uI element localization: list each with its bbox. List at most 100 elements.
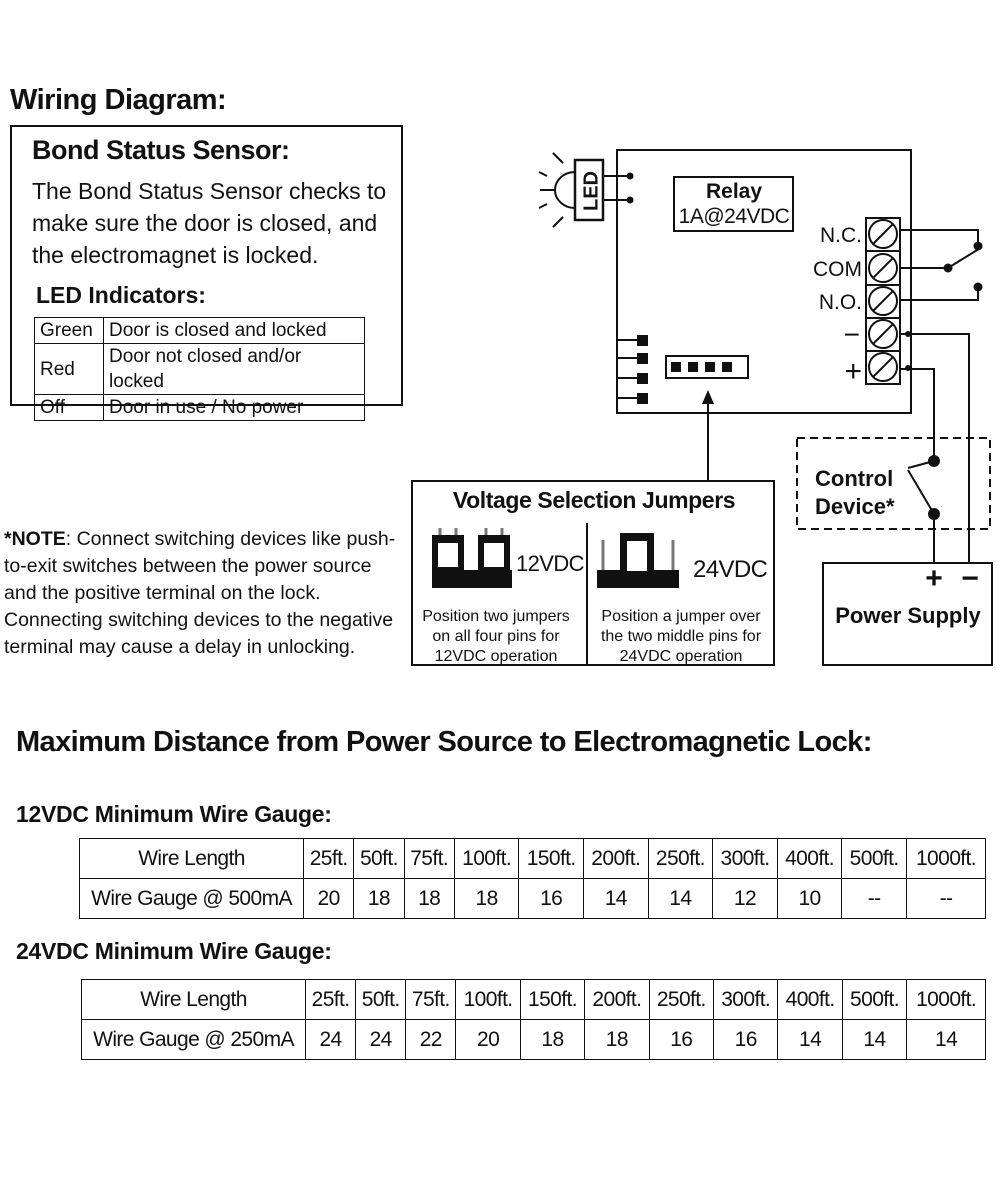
gauge-cell: 18 bbox=[403, 878, 455, 919]
gauge-24vdc-title: 24VDC Minimum Wire Gauge: bbox=[16, 938, 332, 964]
power-supply-label: Power Supply bbox=[835, 603, 981, 628]
gauge-cell: 10 bbox=[776, 878, 843, 919]
length-cell: 1000ft. bbox=[905, 838, 987, 879]
gauge-cell: 16 bbox=[518, 878, 584, 919]
length-cell: 150ft. bbox=[518, 838, 584, 879]
gauge-cell: 12 bbox=[712, 878, 778, 919]
length-cell: 25ft. bbox=[304, 979, 357, 1020]
jumper-panel bbox=[411, 480, 775, 666]
gauge-cell: 16 bbox=[648, 1019, 715, 1060]
page-title: Wiring Diagram: bbox=[10, 84, 227, 116]
gauge-cell: 20 bbox=[455, 1019, 521, 1060]
gauge-24vdc-table: Wire Length 25ft. 50ft. 75ft. 100ft. 150… bbox=[81, 979, 986, 1060]
length-cell: 300ft. bbox=[712, 979, 779, 1020]
led-icon bbox=[573, 158, 605, 222]
gauge-cell: 14 bbox=[777, 1019, 843, 1060]
power-supply-minus: − bbox=[961, 562, 979, 595]
gauge-cell: 20 bbox=[302, 878, 355, 919]
jumpers-title: Voltage Selection Jumpers bbox=[453, 487, 735, 513]
jumper-24-label: 24VDC bbox=[693, 556, 768, 583]
terminal-plus-label: + bbox=[844, 355, 862, 388]
jumper-24-desc-line: Position a jumper over bbox=[601, 608, 761, 625]
length-cell: 25ft. bbox=[302, 838, 355, 879]
gauge-cell: 18 bbox=[519, 1019, 586, 1060]
wiring-schematic: LED Relay 1A@24VDC N.C. COM N.O. − + Vol… bbox=[411, 149, 993, 666]
header-cell: Wire Length bbox=[79, 838, 304, 879]
distance-title: Maximum Distance from Power Source to El… bbox=[16, 726, 872, 758]
length-cell: 75ft. bbox=[403, 838, 455, 879]
gauge-cell: 14 bbox=[582, 878, 649, 919]
led-meaning-cell: Door in use / No power bbox=[103, 394, 365, 421]
gauge-cell: 18 bbox=[353, 878, 405, 919]
gauge-12vdc-title: 12VDC Minimum Wire Gauge: bbox=[16, 801, 332, 827]
jumper-12-desc-line: 12VDC operation bbox=[435, 648, 558, 665]
led-color-cell: Off bbox=[34, 394, 104, 421]
table-row: Off Door in use / No power bbox=[34, 394, 365, 421]
gauge-cell: 14 bbox=[647, 878, 714, 919]
gauge-cell: 18 bbox=[584, 1019, 650, 1060]
length-cell: 100ft. bbox=[455, 979, 521, 1020]
gauge-cell: 16 bbox=[712, 1019, 779, 1060]
terminal-com-label: COM bbox=[813, 258, 862, 281]
arrow-up-icon bbox=[702, 390, 714, 404]
jumper-12-desc-line: on all four pins for bbox=[432, 628, 560, 645]
length-cell: 250ft. bbox=[647, 838, 714, 879]
jumper-24vdc-icon bbox=[597, 533, 679, 588]
gauge-cell: -- bbox=[841, 878, 907, 919]
length-cell: 150ft. bbox=[519, 979, 586, 1020]
terminal-minus-label: − bbox=[844, 319, 860, 350]
length-cell: 200ft. bbox=[582, 838, 649, 879]
table-row: Wire Length 25ft. 50ft. 75ft. 100ft. 150… bbox=[81, 979, 986, 1020]
length-cell: 1000ft. bbox=[906, 979, 986, 1020]
power-supply-box bbox=[822, 562, 993, 666]
length-cell: 500ft. bbox=[841, 979, 908, 1020]
length-cell: 50ft. bbox=[355, 979, 407, 1020]
led-meaning-cell: Door not closed and/or locked bbox=[103, 343, 365, 395]
length-cell: 400ft. bbox=[776, 838, 843, 879]
header-cell: Wire Gauge @ 250mA bbox=[81, 1019, 306, 1060]
power-supply-plus: + bbox=[925, 562, 943, 595]
control-device-label: Control bbox=[815, 466, 893, 491]
led-indicator-table: Green Door is closed and locked Red Door… bbox=[34, 317, 365, 421]
gauge-cell: 14 bbox=[906, 1019, 986, 1060]
led-color-cell: Red bbox=[34, 343, 104, 395]
relay-title: Relay bbox=[706, 180, 762, 203]
gauge-cell: 24 bbox=[304, 1019, 357, 1060]
led-indicators-title: LED Indicators: bbox=[36, 282, 206, 308]
switching-note: *NOTE: Connect switching devices like pu… bbox=[4, 526, 404, 661]
control-device-label: Device* bbox=[815, 494, 895, 519]
relay-block bbox=[673, 176, 794, 232]
terminal-no-label: N.O. bbox=[819, 291, 862, 314]
length-cell: 300ft. bbox=[712, 838, 778, 879]
length-cell: 100ft. bbox=[453, 838, 520, 879]
relay-rating: 1A@24VDC bbox=[679, 205, 790, 228]
length-cell: 400ft. bbox=[777, 979, 843, 1020]
length-cell: 50ft. bbox=[353, 838, 405, 879]
control-device-box bbox=[796, 437, 991, 530]
jumper-24-desc-line: 24VDC operation bbox=[620, 648, 743, 665]
lock-board bbox=[616, 149, 912, 414]
gauge-cell: -- bbox=[905, 878, 987, 919]
gauge-cell: 14 bbox=[841, 1019, 908, 1060]
table-row: Wire Gauge @ 250mA 24 24 22 20 18 18 16 … bbox=[81, 1019, 986, 1060]
jumper-header bbox=[665, 355, 749, 379]
table-row: Wire Length 25ft. 50ft. 75ft. 100ft. 150… bbox=[79, 838, 987, 879]
jumper-12-desc-line: Position two jumpers bbox=[422, 608, 570, 625]
bond-status-sensor-panel: Bond Status Sensor: The Bond Status Sens… bbox=[10, 125, 403, 421]
header-cell: Wire Gauge @ 500mA bbox=[79, 878, 304, 919]
note-prefix: *NOTE bbox=[4, 528, 66, 550]
length-cell: 75ft. bbox=[405, 979, 457, 1020]
terminal-nc-label: N.C. bbox=[820, 224, 862, 247]
jumper-12vdc-icon bbox=[432, 528, 512, 588]
gauge-cell: 22 bbox=[405, 1019, 457, 1060]
gauge-cell: 18 bbox=[453, 878, 520, 919]
jumper-12-label: 12VDC bbox=[516, 551, 585, 576]
sensor-description: The Bond Status Sensor checks to make su… bbox=[32, 178, 387, 268]
note-text: : Connect switching devices like push-to… bbox=[4, 528, 396, 658]
sensor-title: Bond Status Sensor: bbox=[32, 135, 290, 165]
gauge-cell: 24 bbox=[355, 1019, 407, 1060]
led-label: LED bbox=[580, 171, 602, 211]
header-cell: Wire Length bbox=[81, 979, 306, 1020]
jumper-24-desc-line: the two middle pins for bbox=[601, 628, 762, 645]
table-row: Wire Gauge @ 500mA 20 18 18 18 16 14 14 … bbox=[79, 878, 987, 919]
